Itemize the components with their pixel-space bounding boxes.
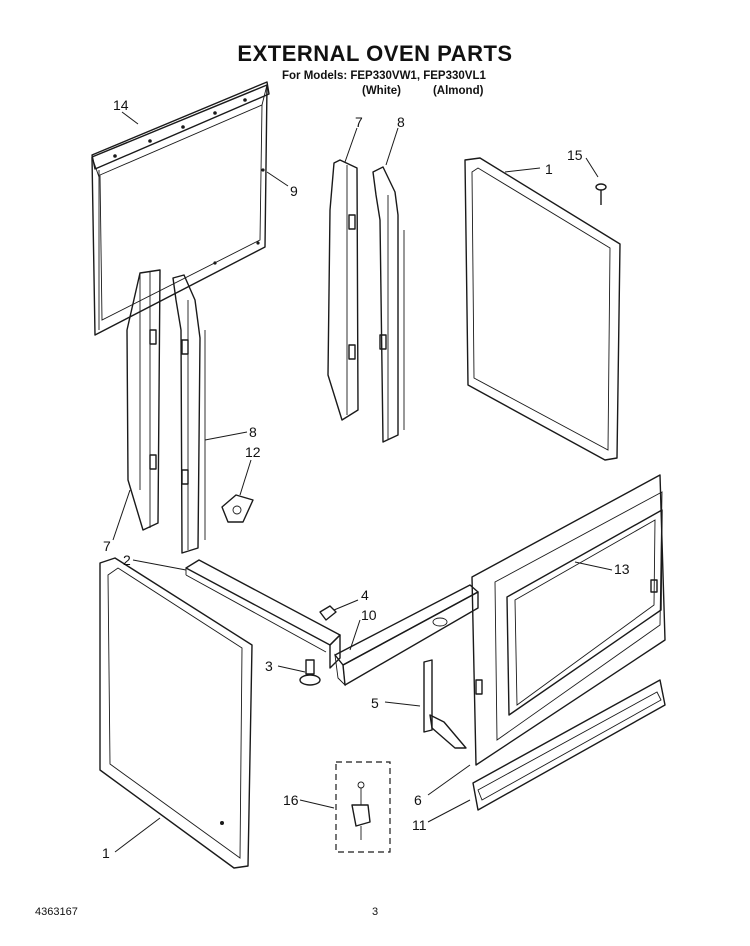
callout-8-upper: 8 xyxy=(397,114,405,130)
variant-almond: (Almond) xyxy=(432,85,484,97)
callout-11: 11 xyxy=(412,817,427,833)
callout-7-lower: 7 xyxy=(103,538,111,554)
callout-14: 14 xyxy=(113,97,129,113)
callout-9: 9 xyxy=(290,183,298,199)
callout-6: 6 xyxy=(414,792,422,808)
callout-15: 15 xyxy=(567,147,583,163)
callout-7-upper: 7 xyxy=(355,114,363,130)
hinge-part-5 xyxy=(423,659,467,749)
doc-number: 4363167 xyxy=(35,906,78,918)
variant-white: (White) xyxy=(362,85,401,97)
door-part-1-lower xyxy=(99,557,253,869)
side-channel-part-7-upper xyxy=(327,159,359,421)
rear-panel-part-9 xyxy=(91,84,268,336)
callout-13: 13 xyxy=(614,561,630,577)
door-frame-part-1-upper xyxy=(464,157,621,461)
kick-plate-part-11 xyxy=(472,679,666,811)
models-line: For Models: FEP330VW1, FEP330VL1 xyxy=(282,70,486,82)
leveling-foot-part-3 xyxy=(299,659,321,686)
callout-16: 16 xyxy=(283,792,299,808)
diagram-title: EXTERNAL OVEN PARTS xyxy=(237,41,513,66)
callouts: 14 9 7 8 1 15 8 12 7 2 4 10 3 5 13 6 11 … xyxy=(102,97,630,861)
callout-4: 4 xyxy=(361,587,369,603)
callout-1-lower: 1 xyxy=(102,845,110,861)
front-frame-part-6 xyxy=(471,474,666,766)
small-bracket-part-4 xyxy=(319,605,337,621)
callout-2: 2 xyxy=(123,552,131,568)
leader-lines xyxy=(112,111,613,853)
callout-1-upper: 1 xyxy=(545,161,553,177)
callout-10: 10 xyxy=(361,607,377,623)
variants-line: (White) (Almond) xyxy=(362,85,483,97)
side-channel-part-7-left xyxy=(126,269,161,531)
detail-box-part-16 xyxy=(335,761,391,853)
bracket-part-2 xyxy=(185,559,341,669)
clip-part-12 xyxy=(221,494,254,523)
side-channel-part-8-left xyxy=(172,274,206,554)
callout-12: 12 xyxy=(245,444,261,460)
side-channel-part-8-upper xyxy=(372,166,405,443)
callout-3: 3 xyxy=(265,658,273,674)
page-number: 3 xyxy=(372,906,379,918)
top-strip-part-14 xyxy=(91,81,270,170)
callout-8-lower: 8 xyxy=(249,424,257,440)
screw-part-15 xyxy=(595,183,607,205)
front-rail-part-10 xyxy=(334,584,479,687)
callout-5: 5 xyxy=(371,695,379,711)
